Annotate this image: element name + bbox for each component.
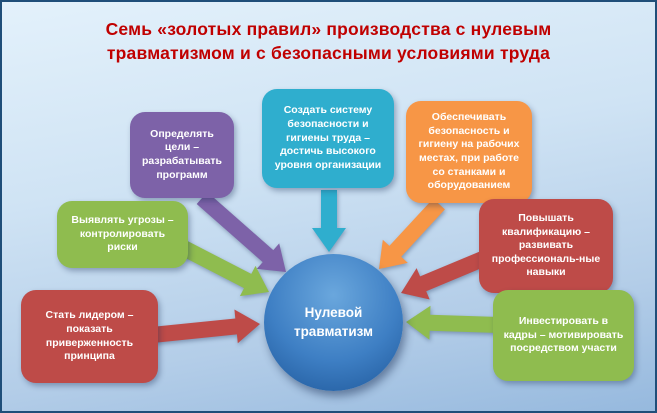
center-label: Нулевой травматизм (293, 305, 374, 339)
rule-label: Определять цели – разрабатывать программ (141, 127, 223, 181)
rule-box-invest-in-people: Инвестировать в кадры – мотивировать пос… (493, 290, 634, 381)
rule-box-identify-hazards: Выявлять угрозы – контролировать риски (57, 201, 188, 268)
arrow-qualification (401, 250, 489, 300)
rule-label: Обеспечивать безопасность и гигиену на р… (418, 111, 520, 192)
arrow-leadership (151, 309, 260, 344)
rule-label: Инвестировать в кадры – мотивировать пос… (503, 315, 624, 355)
rule-box-define-goals: Определять цели – разрабатывать программ (130, 112, 234, 198)
arrow-define-goals (196, 192, 286, 272)
rule-box-workplace-safety: Обеспечивать безопасность и гигиену на р… (406, 101, 532, 203)
rule-box-leadership: Стать лидером – показать приверженность … (21, 290, 158, 383)
rule-label: Стать лидером – показать приверженность … (45, 309, 134, 363)
rule-label: Создать систему безопасности и гигиены т… (274, 104, 382, 171)
rule-box-qualification: Повышать квалификацию – развивать профес… (479, 199, 613, 293)
rule-label: Повышать квалификацию – развивать профес… (491, 211, 601, 279)
arrow-safety-system (312, 190, 346, 252)
arrow-invest-in-people (406, 305, 500, 340)
page-title: Семь «золотых правил» производства с нул… (105, 19, 552, 63)
rule-box-safety-system: Создать систему безопасности и гигиены т… (262, 89, 394, 188)
rule-label: Выявлять угрозы – контролировать риски (71, 214, 174, 254)
center-circle: Нулевой травматизм (264, 254, 403, 391)
arrow-workplace-safety (379, 198, 445, 269)
